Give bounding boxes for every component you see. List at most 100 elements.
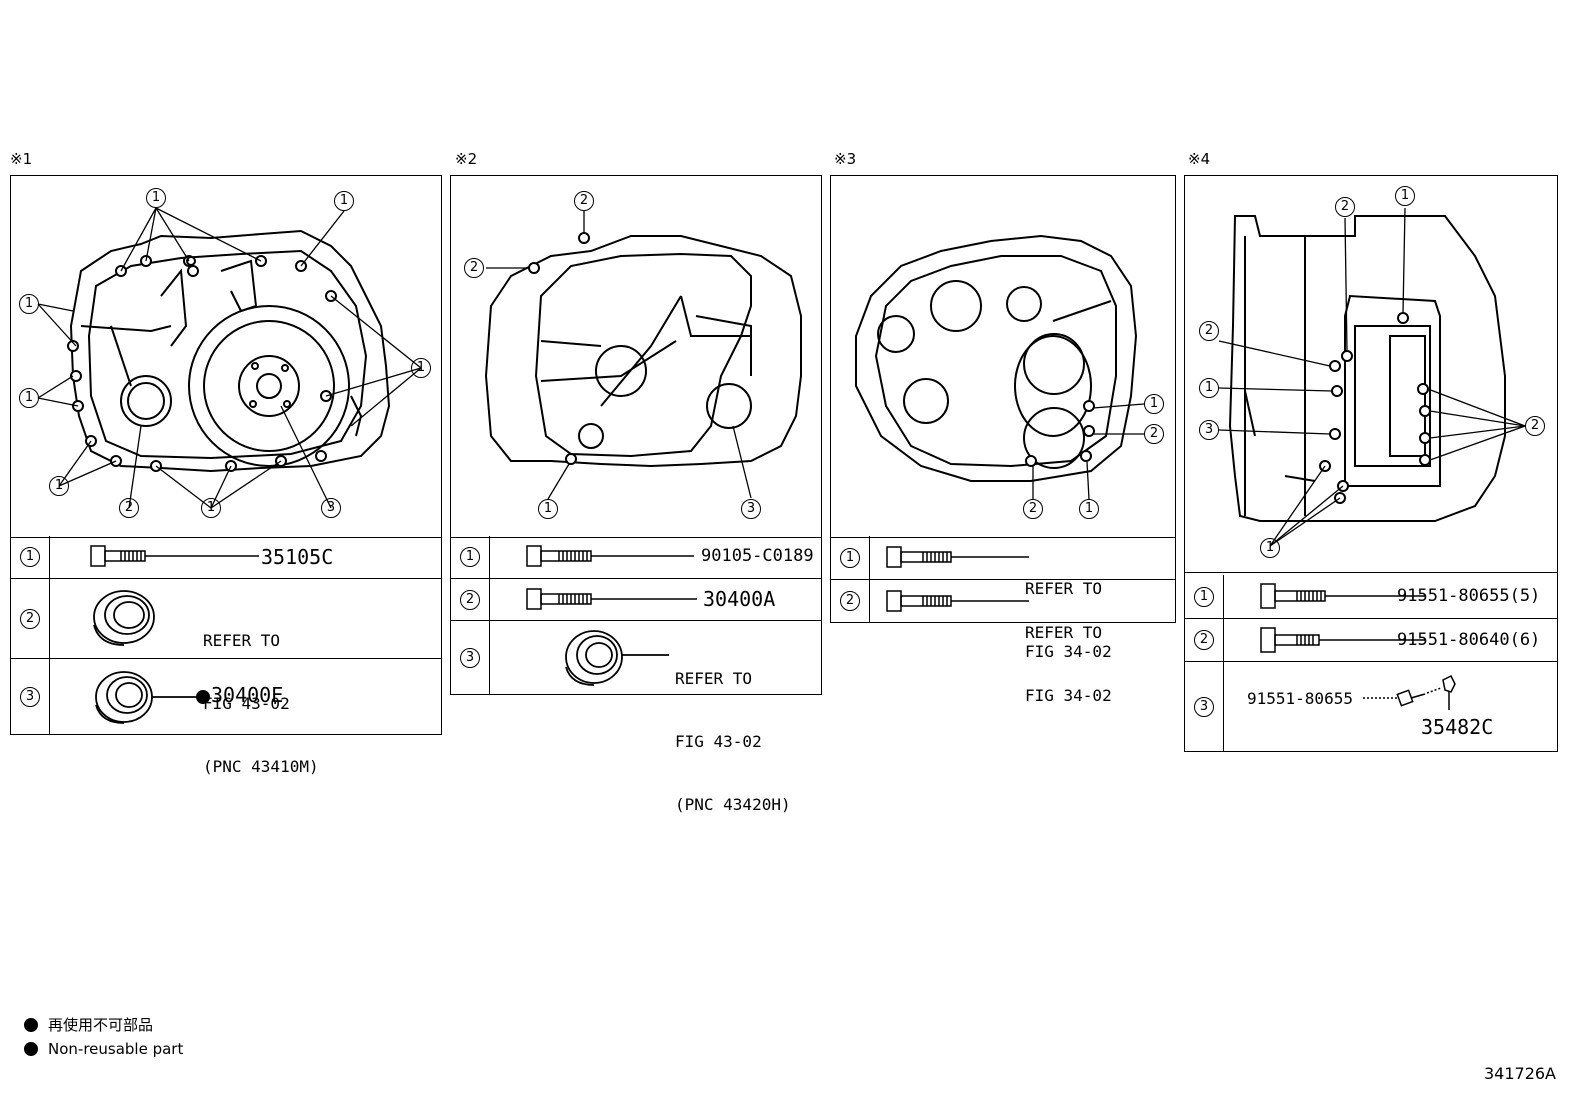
row-number: 2: [1194, 630, 1214, 650]
transaxle-case-drawing: [37, 207, 422, 509]
callout-3: 3: [321, 498, 341, 518]
part-number: 91551-80655(5): [1397, 586, 1541, 606]
callout-1: 1: [146, 188, 166, 208]
panel-2-drawing: 2 2 1 3: [451, 176, 821, 538]
bolt-icon: [1260, 583, 1425, 609]
ref-line: FIG 43-02: [675, 732, 762, 751]
panel-2: 2 2 1 3 1 90105-C0189 2: [450, 175, 822, 814]
panel-1-label: ※1: [10, 150, 33, 168]
parts-row: 3 REFER TO FIG 43-02 (PNC 43420H): [451, 620, 821, 814]
row-number: 1: [20, 547, 40, 567]
part-number: 90105-C0189: [701, 546, 814, 566]
bolt-icon: [526, 588, 697, 610]
ref-line: (PNC 43410M): [203, 757, 319, 776]
oil-seal-icon: [95, 671, 197, 724]
callout-2: 2: [1199, 321, 1219, 341]
row-number: 1: [460, 547, 480, 567]
ref-line: REFER TO: [675, 669, 753, 688]
ref-line: REFER TO: [1025, 579, 1103, 598]
callout-1: 1: [49, 476, 69, 496]
part-number: 30400A: [703, 587, 776, 611]
panel-3-drawing: 1 2 2 1: [831, 176, 1175, 538]
ref-line: (PNC 43420H): [675, 795, 791, 814]
callout-2: 2: [1144, 424, 1164, 444]
bolt-icon: [886, 590, 1029, 612]
panel-4-label: ※4: [1188, 150, 1211, 168]
callout-2: 2: [574, 191, 594, 211]
callout-1: 1: [411, 358, 431, 378]
transaxle-case-drawing: [855, 234, 1145, 500]
bolt-icon: [526, 545, 694, 567]
legend-item-en: Non-reusable part: [24, 1040, 183, 1058]
row-number: 2: [20, 608, 40, 629]
panel-3-parts-table: 1 REFER TO FIG 34-02 2: [831, 536, 1175, 705]
callout-1: 1: [1260, 538, 1280, 558]
row-number: 3: [460, 647, 480, 668]
callout-1: 1: [538, 499, 558, 519]
oil-seal-icon: [93, 590, 155, 646]
panel-2-parts-table: 1 90105-C0189 2: [451, 536, 821, 814]
figure-number: 341726A: [1483, 1064, 1556, 1083]
legend-text: 再使用不可部品: [48, 1016, 154, 1034]
parts-row: 3 91551-80655 35482C: [1185, 661, 1557, 751]
callout-2: 2: [119, 498, 139, 518]
callout-1: 1: [201, 498, 221, 518]
panel-2-label: ※2: [455, 150, 478, 168]
legend-item-jp: 再使用不可部品: [24, 1014, 153, 1035]
parts-row: 1 REFER TO FIG 34-02: [831, 536, 1175, 661]
row-number: 2: [840, 591, 860, 611]
part-number: 30400E: [211, 683, 284, 707]
part-number: 35105C: [261, 545, 334, 569]
oil-seal-icon: [565, 630, 669, 686]
part-number: 91551-80640(6): [1397, 630, 1541, 650]
row-number: 2: [460, 589, 480, 610]
parts-row: 2 REFER TO FIG 34-02: [831, 579, 1175, 705]
part-number: 91551-80655: [1247, 689, 1353, 708]
callout-1: 1: [334, 191, 354, 211]
parts-row: 1 90105-C0189: [451, 536, 821, 578]
parts-row: 1 91551-80655(5): [1185, 575, 1557, 618]
panel-1: 1 1 1 1 1 1 1 2 3 1 35105C 2: [10, 175, 442, 776]
panel-3: 1 2 2 1 1 REFER TO FIG 34-02: [830, 175, 1176, 705]
callout-2: 2: [1335, 197, 1355, 217]
ref-line: REFER TO: [203, 631, 281, 650]
transaxle-side-drawing: [1218, 207, 1526, 547]
callout-3: 3: [741, 499, 761, 519]
bolt-icon: [90, 545, 259, 567]
callout-1: 1: [1395, 186, 1415, 206]
panel-3-label: ※3: [834, 150, 857, 168]
row-number: 3: [20, 686, 40, 707]
non-reusable-dot-icon: [24, 1017, 38, 1032]
panel-4-parts-table: 1 91551-80655(5) 2: [1185, 575, 1557, 751]
panel-4: 1 2 2 1 3 2 1 1 91551-80655(5) 2: [1184, 175, 1558, 752]
transaxle-case-drawing: [484, 211, 802, 500]
ref-line: REFER TO: [1025, 623, 1103, 642]
callout-1: 1: [19, 294, 39, 314]
callout-1: 1: [1199, 378, 1219, 398]
bolt-icon: [886, 546, 1029, 568]
bolt-with-bracket-icon: [1363, 674, 1456, 710]
non-reusable-dot-icon: [196, 690, 210, 704]
callout-2: 2: [464, 258, 484, 278]
non-reusable-dot-icon: [24, 1042, 38, 1056]
callout-3: 3: [1199, 420, 1219, 440]
ref-line: FIG 34-02: [1025, 686, 1112, 705]
callout-1: 1: [19, 388, 39, 408]
parts-row: 1 35105C: [11, 536, 441, 578]
parts-row: 2 REFER TO FIG 43-02 (PNC 43410M): [11, 578, 441, 776]
row-number: 1: [840, 547, 860, 568]
callout-1: 1: [1144, 394, 1164, 414]
parts-row: 3 30400E: [11, 658, 441, 734]
parts-row: 2 30400A: [451, 578, 821, 620]
panel-4-drawing: 1 2 2 1 3 2 1: [1185, 176, 1557, 573]
callout-2: 2: [1525, 416, 1545, 436]
ref-line: FIG 34-02: [1025, 642, 1112, 661]
parts-row: 2 91551-80640(6): [1185, 618, 1557, 661]
row-number: 3: [1194, 696, 1214, 717]
row-number: 1: [1194, 586, 1214, 607]
callout-2: 2: [1023, 499, 1043, 519]
callout-1: 1: [1079, 499, 1099, 519]
ref-line: FIG 43-02: [203, 694, 290, 713]
panel-1-drawing: 1 1 1 1 1 1 1 2 3: [11, 176, 441, 538]
part-number: 35482C: [1421, 715, 1494, 739]
